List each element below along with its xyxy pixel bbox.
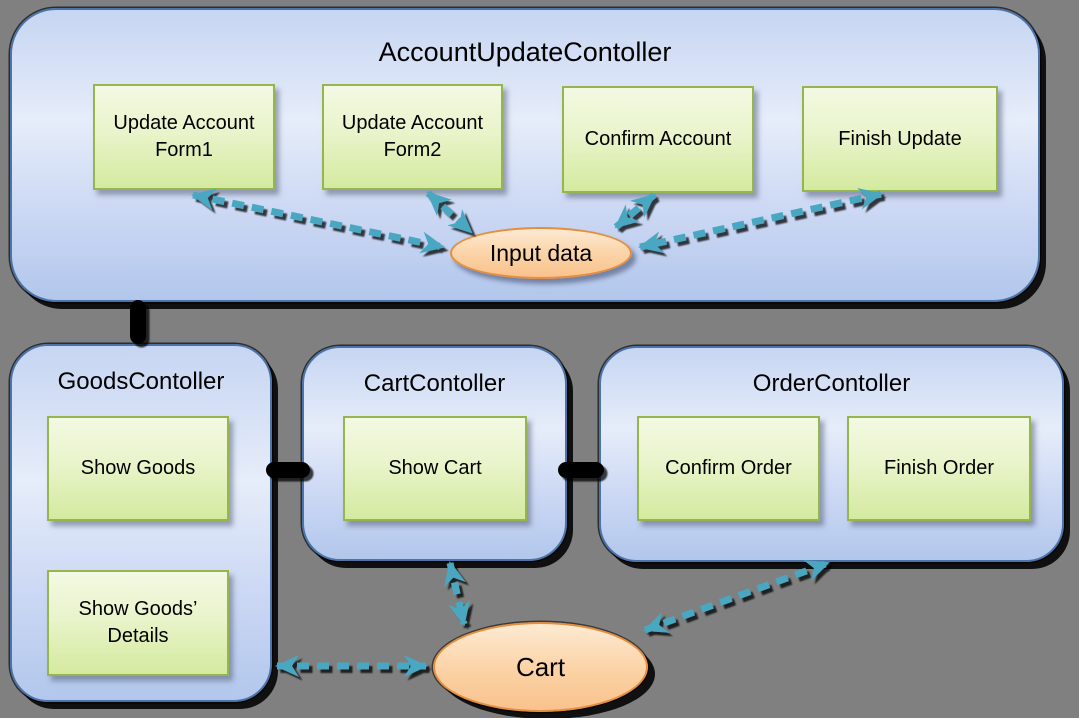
node-show-goods: Show Goods: [47, 416, 229, 521]
node-finish-update: Finish Update: [802, 86, 998, 192]
node-show-goods-details: Show Goods’ Details: [47, 570, 229, 676]
node-confirm-account: Confirm Account: [562, 86, 754, 193]
store-input-data-ellipse: Input data: [450, 227, 632, 279]
node-show-cart: Show Cart: [343, 416, 527, 521]
node-finish-order: Finish Order: [847, 416, 1031, 521]
container-goods-title: GoodsContoller: [57, 368, 225, 395]
container-order-title: OrderContoller: [752, 370, 911, 397]
container-cart-title: CartContoller: [363, 370, 506, 397]
edge-ordercontroller-cart: [643, 559, 830, 634]
node-update-account-form2: Update Account Form2: [322, 84, 503, 190]
node-update-account-form1: Update Account Form1: [93, 84, 275, 190]
node-confirm-order: Confirm Order: [637, 416, 820, 521]
edge-cartcontroller-cart: [444, 561, 470, 626]
container-account-title: AccountUpdateContoller: [378, 37, 672, 67]
store-cart-ellipse: Cart: [433, 622, 648, 712]
